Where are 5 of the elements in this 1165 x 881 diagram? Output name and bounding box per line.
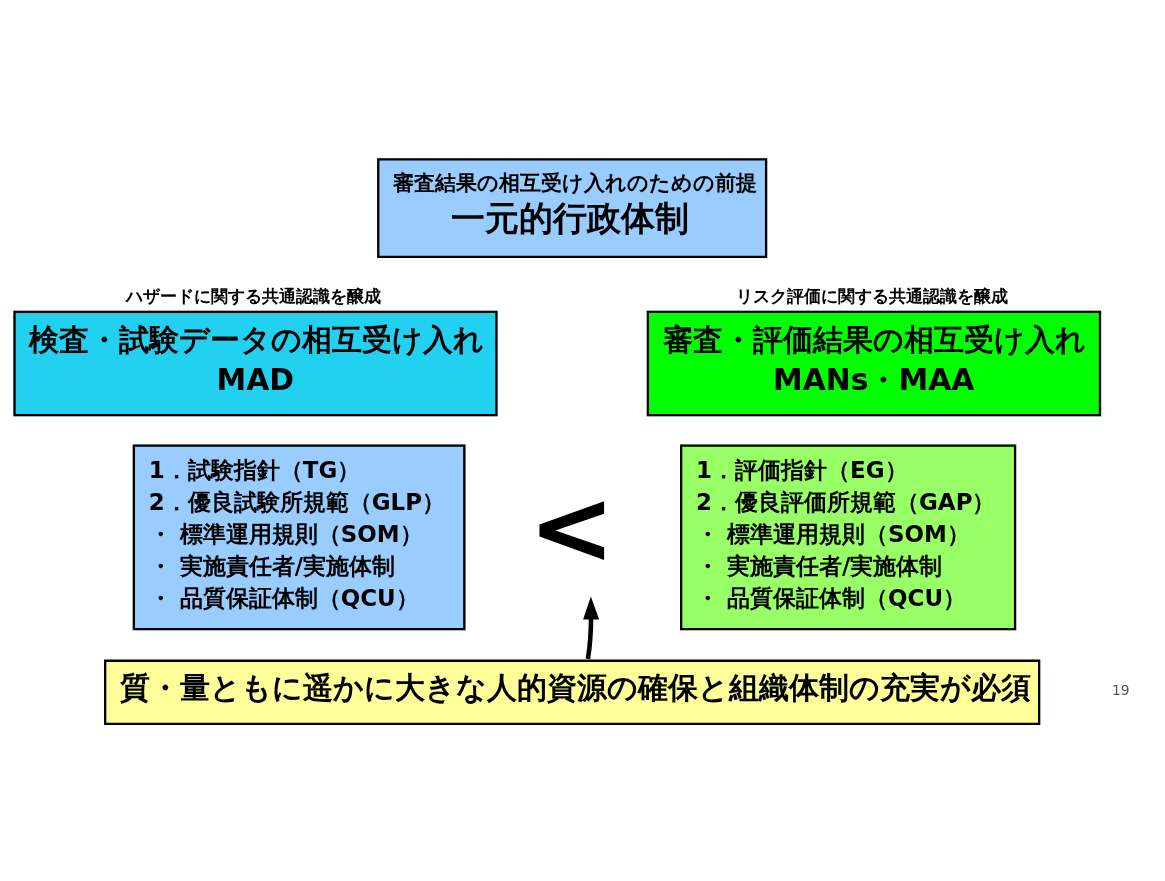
node-label: ハザードに関する共通認識を醸成 bbox=[125, 285, 381, 306]
node-label: リスク評価に関する共通認識を醸成 bbox=[735, 285, 1008, 306]
node-text: < bbox=[528, 466, 616, 587]
arrow bbox=[583, 596, 600, 659]
label: 19 bbox=[1111, 681, 1130, 698]
